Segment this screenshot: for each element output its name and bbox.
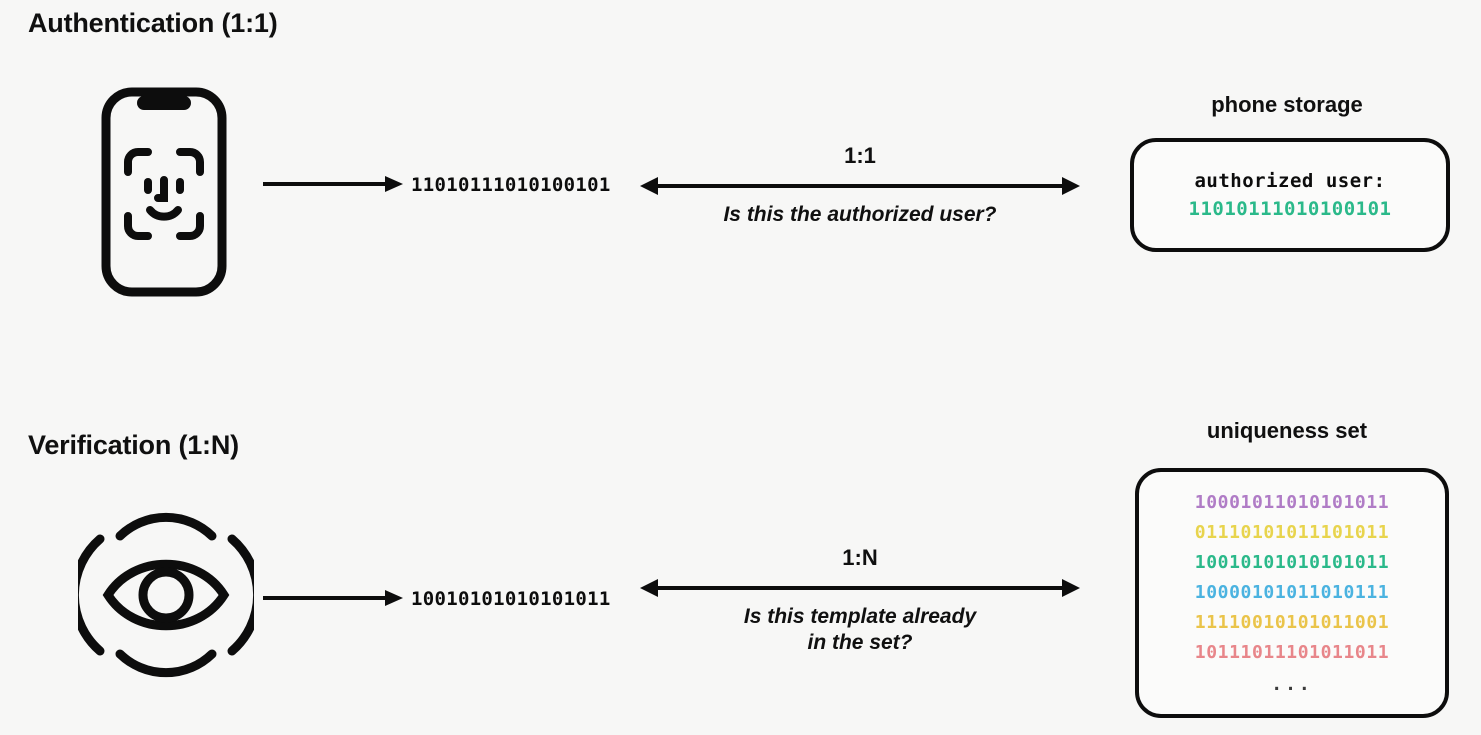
store-label-phone-storage: phone storage <box>1211 92 1363 117</box>
uniqueness-set-row: 10111011101011011 <box>1194 641 1390 663</box>
stored-entry-value: 11010111010100101 <box>1188 198 1392 220</box>
comparison-ratio-authentication: 1:1 <box>844 143 876 168</box>
phone-storage-box: authorized user: 11010111010100101 <box>1130 138 1450 252</box>
uniqueness-set-row: 10001011010101011 <box>1194 492 1390 514</box>
comparison-question-verification: Is this template already in the set? <box>640 604 1080 655</box>
double-arrow-authentication <box>640 175 1080 197</box>
uniqueness-set-row: 10010101010101011 <box>1194 552 1390 574</box>
stored-entry-key: authorized user: <box>1194 169 1386 192</box>
capture-arrow-authentication <box>263 174 403 194</box>
store-label-uniqueness-set: uniqueness set <box>1206 418 1368 443</box>
phone-faceid-icon <box>100 86 228 298</box>
template-binary-authentication: 11010111010100101 <box>411 174 611 196</box>
uniqueness-set-row: 11110010101011001 <box>1194 611 1390 633</box>
comparison-question-authentication: Is this the authorized user? <box>723 203 997 227</box>
template-binary-verification: 10010101010101011 <box>411 588 611 610</box>
eye-scan-icon <box>78 502 254 688</box>
section-title-verification: Verification (1:N) <box>28 430 239 460</box>
comparison-verification: 1:N Is this template already in the set? <box>640 545 1080 655</box>
uniqueness-set-box: 10001011010101011 01110101011101011 100101… <box>1135 468 1449 718</box>
section-title-authentication: Authentication (1:1) <box>28 8 278 38</box>
uniqueness-set-row: 01110101011101011 <box>1194 522 1390 544</box>
double-arrow-verification <box>640 577 1080 599</box>
uniqueness-set-ellipsis: ... <box>1271 673 1313 695</box>
comparison-authentication: 1:1 Is this the authorized user? <box>640 143 1080 228</box>
uniqueness-set-row: 10000101011010111 <box>1194 581 1390 603</box>
comparison-question-line-1: Is this template already <box>743 605 977 629</box>
capture-arrow-verification <box>263 588 403 608</box>
comparison-ratio-verification: 1:N <box>842 545 878 570</box>
comparison-question-line-2: in the set? <box>807 630 913 654</box>
uniqueness-set-rows: 10001011010101011 01110101011101011 100101… <box>1195 488 1389 667</box>
